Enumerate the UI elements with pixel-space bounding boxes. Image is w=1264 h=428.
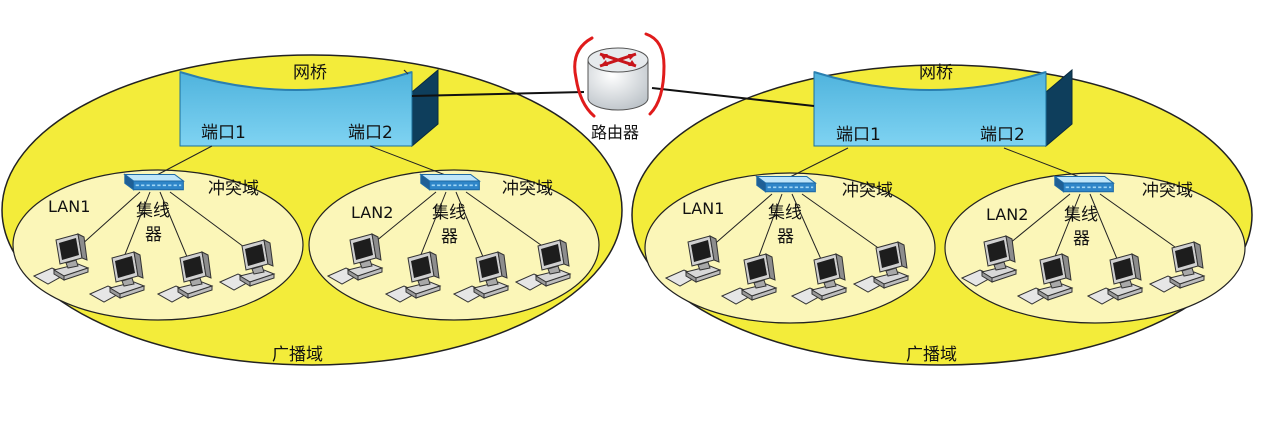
collision-domain-label: 冲突域 [842, 181, 893, 201]
hub-icon [1054, 175, 1115, 193]
bridge-label: 网桥 [919, 63, 953, 83]
hub-label-line2: 器 [145, 225, 162, 245]
hub-label-line2: 器 [441, 227, 458, 247]
hub-links-lan2 [1003, 193, 1183, 267]
link-port2-hub [1003, 147, 1083, 179]
hub-label-line2: 器 [1073, 229, 1090, 249]
broadcast-domain-label: 广播域 [272, 345, 323, 365]
hub-label-line1: 集线 [768, 203, 802, 223]
hub-label-line1: 集线 [432, 203, 466, 223]
hub-icon [124, 173, 185, 191]
port2-label: 端口2 [980, 125, 1025, 145]
link-port1-hub [787, 147, 849, 179]
hub-label-line1: 集线 [136, 201, 170, 221]
lan-label: LAN1 [48, 197, 90, 216]
hub-icon [420, 173, 481, 191]
hub-links-lan2 [369, 191, 549, 265]
lan-label: LAN2 [351, 203, 393, 222]
network-left: 网桥 端口1 端口2 [1, 54, 623, 366]
port1-label: 端口1 [201, 123, 246, 143]
collision-domain-label: 冲突域 [1142, 181, 1193, 201]
link-router-left-bridge [411, 91, 585, 97]
port1-label: 端口1 [836, 125, 881, 145]
hub-label-line1: 集线 [1064, 205, 1098, 225]
router [587, 47, 649, 111]
network-right: 网桥 端口1 端口2 LAN1 集线 器 冲突 [631, 63, 1253, 366]
hub-label-line2: 器 [777, 227, 794, 247]
port2-label: 端口2 [348, 123, 393, 143]
collision-domain-label: 冲突域 [502, 179, 553, 199]
router-label: 路由器 [591, 123, 639, 142]
bridge [179, 68, 439, 148]
hub-links-lan1 [709, 193, 885, 267]
router-arrows-icon [599, 52, 637, 68]
bridge-label: 网桥 [293, 63, 327, 83]
collision-domain-label: 冲突域 [208, 179, 259, 199]
lan-label: LAN1 [682, 199, 724, 218]
hub-icon [756, 175, 817, 193]
link-port1-hub [154, 145, 213, 177]
link-router-right-bridge [651, 87, 815, 107]
hub-links-lan1 [79, 191, 249, 265]
link-port2-hub [369, 145, 449, 177]
red-annotation-brackets [573, 32, 666, 118]
bridge [813, 68, 1073, 148]
broadcast-domain-label: 广播域 [906, 345, 957, 365]
lan-label: LAN2 [986, 205, 1028, 224]
